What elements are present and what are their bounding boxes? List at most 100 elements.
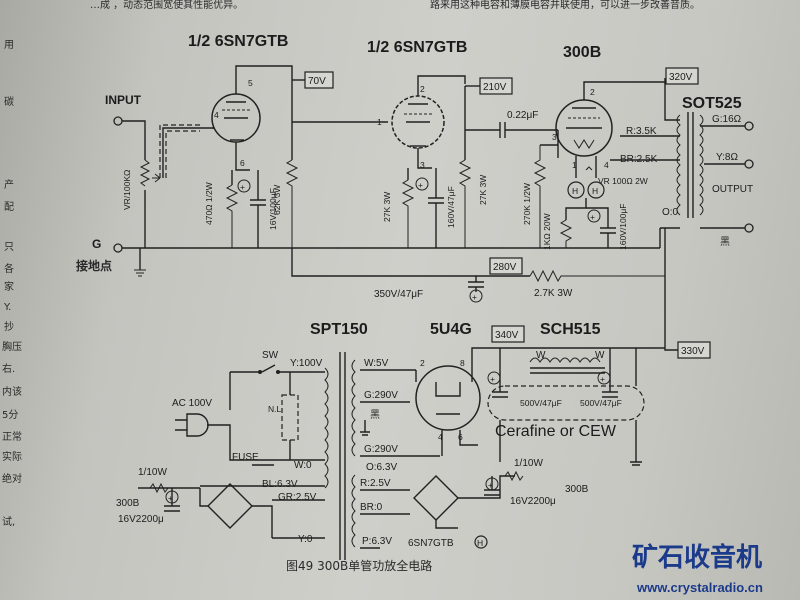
ground-point-label: 接地点 bbox=[76, 258, 112, 273]
svg-text:碳: 碳 bbox=[4, 95, 14, 108]
aux-right-cap-label: 16V2200μ bbox=[510, 496, 556, 507]
svg-text:340V: 340V bbox=[495, 330, 519, 341]
sec-black-label: 黑 bbox=[370, 409, 380, 421]
y0-label: Y:0 bbox=[298, 534, 313, 545]
svg-text:+: + bbox=[168, 493, 173, 503]
tube-v2-label: 1/2 6SN7GTB bbox=[367, 39, 467, 56]
300b-pin-grid: 3 bbox=[552, 132, 557, 142]
r-27k-plate-label: 27K 3W bbox=[478, 175, 488, 205]
heater-6sn7-label: 6SN7GTB bbox=[408, 538, 454, 549]
primary-r-label: R:3.5K bbox=[626, 126, 657, 137]
bridge-right bbox=[413, 475, 459, 521]
svg-text:+: + bbox=[590, 212, 595, 222]
tube-v2 bbox=[391, 95, 445, 149]
choke-core bbox=[530, 367, 605, 374]
svg-text:家: 家 bbox=[4, 280, 14, 293]
aux-left-label: 300B bbox=[116, 498, 140, 509]
cerafine-label: Cerafine or CEW bbox=[495, 423, 617, 440]
figure-caption: 图49 300B单管功放全电路 bbox=[286, 558, 432, 573]
r-27k-3w-label: 2.7K 3W bbox=[534, 288, 573, 299]
v2-pin-cathode: 3 bbox=[420, 160, 425, 170]
svg-text:320V: 320V bbox=[669, 72, 693, 83]
sec-o63-label: O:6.3V bbox=[366, 462, 397, 473]
v1-pin-cathode: 6 bbox=[240, 158, 245, 168]
r-1k-label: 1KΩ 20W bbox=[542, 213, 552, 250]
filter-caps bbox=[492, 391, 618, 398]
terminal-16 bbox=[744, 121, 754, 131]
rect-pin-2: 2 bbox=[420, 358, 425, 368]
output-xfmr-name: SOT525 bbox=[682, 95, 742, 112]
sec-g290-label: G:290V bbox=[364, 390, 398, 401]
power-xfmr-core bbox=[339, 352, 346, 560]
top-text-left: …成 ，动态范围宽使其性能优异。 bbox=[90, 0, 243, 11]
svg-text:+: + bbox=[490, 374, 495, 384]
choke-w1: W bbox=[536, 350, 546, 361]
vr-100-label: VR 100Ω 2W bbox=[598, 176, 648, 186]
svg-text:210V: 210V bbox=[483, 82, 507, 93]
watermark-cn: 矿石收音机 bbox=[632, 542, 762, 573]
terminal-8 bbox=[744, 159, 754, 169]
terminal-0 bbox=[744, 223, 754, 233]
svg-text:只: 只 bbox=[4, 242, 14, 253]
svg-text:绝对: 绝对 bbox=[2, 472, 22, 485]
sec-g290b-label: G:290V bbox=[364, 444, 398, 455]
ground-terminal bbox=[113, 243, 123, 253]
svg-text:Y.: Y. bbox=[3, 302, 11, 313]
svg-text:+: + bbox=[418, 180, 423, 190]
filter-cap-1-label: 500V/47μF bbox=[520, 398, 562, 408]
svg-text:内该: 内该 bbox=[2, 385, 22, 398]
tube-v1 bbox=[211, 93, 261, 143]
svg-text:H: H bbox=[477, 538, 483, 548]
gr-label: GR:2.5V bbox=[278, 492, 317, 503]
c-350v bbox=[468, 276, 484, 292]
volume-pot bbox=[139, 159, 151, 187]
c-350v-label: 350V/47μF bbox=[374, 289, 423, 300]
v2-pin-grid: 1 bbox=[377, 117, 382, 127]
tube-300b bbox=[555, 99, 613, 157]
tube-v1-label: 1/2 6SN7GTB bbox=[188, 33, 288, 50]
r-27k-plate bbox=[458, 159, 472, 248]
svg-text:H: H bbox=[572, 186, 578, 196]
sw-label: SW bbox=[262, 350, 279, 361]
sec-br0-label: BR:0 bbox=[360, 502, 383, 513]
bl-label: BL:6.3V bbox=[262, 479, 298, 490]
r-1k bbox=[559, 219, 573, 248]
c-100uf bbox=[250, 170, 266, 248]
r-27k-cathode bbox=[401, 179, 415, 248]
c-47uf-label: 160V/47μF bbox=[446, 186, 456, 228]
svg-text:配: 配 bbox=[4, 201, 14, 213]
output-label: OUTPUT bbox=[712, 184, 753, 195]
svg-text:用: 用 bbox=[4, 40, 14, 51]
top-text-right: 路来用这种电容和薄膜电容并联使用，可以进一步改善音质。 bbox=[430, 0, 700, 11]
svg-text:胸压: 胸压 bbox=[2, 340, 22, 353]
heater-2 bbox=[587, 181, 605, 199]
ground-label: G bbox=[92, 237, 101, 251]
ac-plug bbox=[175, 413, 209, 437]
rect-tube-label: 5U4G bbox=[430, 321, 472, 338]
r-270k-label: 270K 1/2W bbox=[522, 183, 532, 225]
rect-pin-4: 4 bbox=[438, 432, 443, 442]
input-label: INPUT bbox=[105, 93, 142, 107]
c-47uf bbox=[428, 168, 444, 248]
filter-cap-2-label: 500V/47μF bbox=[580, 398, 622, 408]
svg-text:70V: 70V bbox=[308, 76, 326, 87]
svg-text:正常: 正常 bbox=[2, 430, 22, 443]
tube-5u4g bbox=[415, 365, 481, 431]
svg-text:330V: 330V bbox=[681, 346, 705, 357]
svg-text:产: 产 bbox=[4, 178, 14, 191]
aux-left-r-label: 1/10W bbox=[138, 467, 167, 478]
coupling-cap-label: 0.22μF bbox=[507, 110, 538, 121]
output-xfmr-core bbox=[687, 112, 694, 218]
tap-16-label: G:16Ω bbox=[712, 114, 742, 125]
coupling-cap bbox=[499, 122, 506, 138]
sec-r25-label: R:2.5V bbox=[360, 478, 391, 489]
tube-300b-label: 300B bbox=[563, 44, 601, 61]
aux-right-label: 300B bbox=[565, 484, 589, 495]
svg-text:试,: 试, bbox=[2, 515, 15, 528]
ac-label: AC 100V bbox=[172, 398, 212, 409]
r-27k-cathode-label: 27K 3W bbox=[382, 192, 392, 222]
r-470-label: 470Ω 1/2W bbox=[204, 182, 214, 225]
svg-text:H: H bbox=[592, 186, 598, 196]
r-62k bbox=[285, 159, 299, 248]
